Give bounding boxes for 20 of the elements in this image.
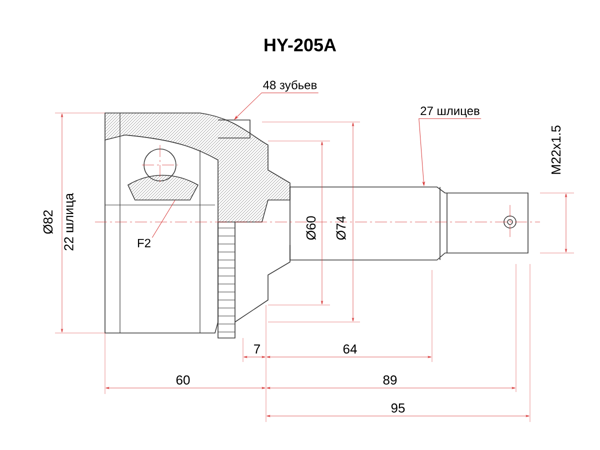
title: HY-205A	[264, 38, 336, 52]
leader-text: 48 зубьев	[263, 80, 317, 92]
dimension-label: M22x1.5	[551, 126, 561, 174]
tooth-ring	[218, 120, 250, 138]
dimension-label: Ø82	[43, 210, 53, 234]
dimension-label: 89	[383, 375, 397, 385]
shaft	[290, 186, 528, 260]
leader-line	[152, 200, 176, 238]
leader-line	[234, 92, 319, 120]
dimension-label: Ø74	[336, 216, 346, 240]
dimension-label: 22 шлица	[64, 193, 76, 250]
dimension-label: 60	[176, 375, 190, 385]
leader-line	[418, 118, 482, 186]
dimension-label: 95	[391, 403, 405, 413]
dimension-label: 7	[254, 344, 260, 354]
dimension-label: 64	[343, 344, 357, 354]
leader-text: F2	[138, 238, 150, 248]
inner-race	[128, 174, 198, 200]
dimension-label: Ø60	[306, 216, 316, 240]
leader-text: 27 шлицев	[420, 106, 480, 118]
